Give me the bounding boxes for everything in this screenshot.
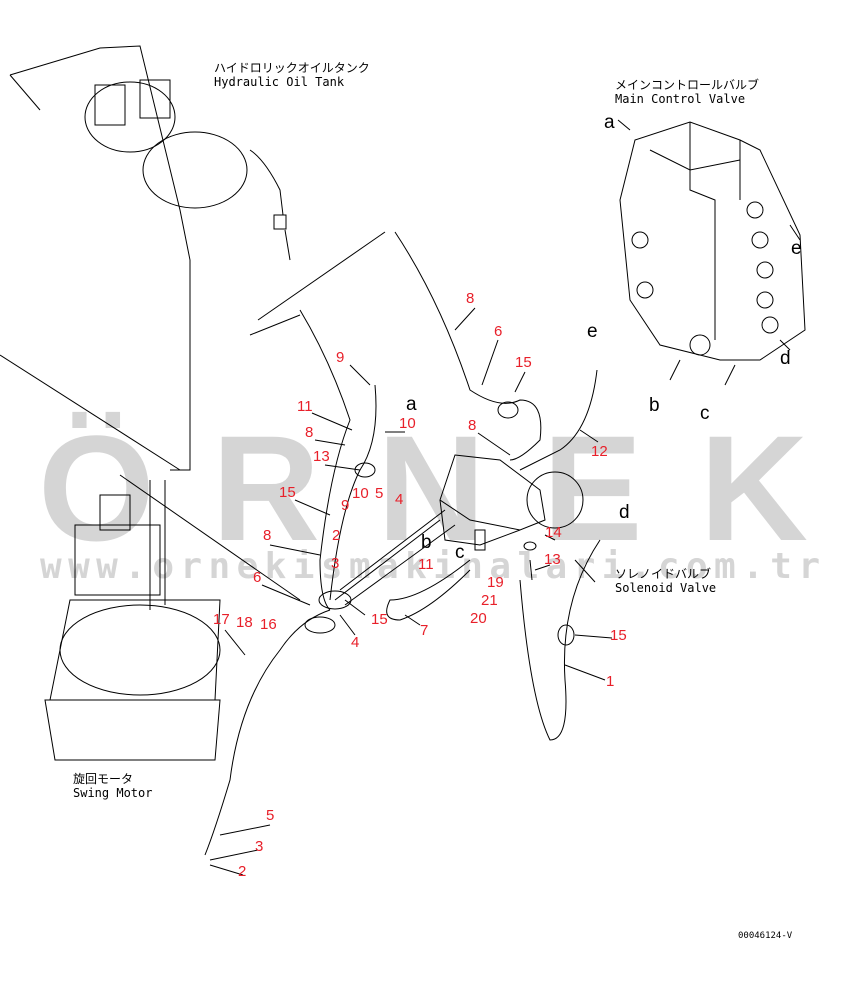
callout: 3 <box>331 555 339 572</box>
callout: 12 <box>591 443 608 460</box>
callout-numbers: 8 6 15 9 11 10 8 13 8 12 15 10 5 4 9 2 8… <box>213 290 627 880</box>
drawing-id: 00046124-V <box>738 931 793 941</box>
callout: 6 <box>253 569 261 586</box>
connection-b: b <box>649 395 660 416</box>
mcv-label-en: Main Control Valve <box>615 92 745 106</box>
connection-e: e <box>791 238 802 259</box>
callout: 8 <box>263 527 271 544</box>
connection-c: c <box>700 403 710 424</box>
swing-motor <box>44 474 301 761</box>
callout: 4 <box>395 491 403 508</box>
callout: 17 <box>213 611 230 628</box>
callout: 2 <box>238 863 246 880</box>
hoses <box>204 231 601 856</box>
connection-e: e <box>587 321 598 342</box>
callout: 8 <box>466 290 474 307</box>
mcv-label-jp: メインコントロールバルブ <box>615 77 759 92</box>
connection-a: a <box>406 394 417 415</box>
callout: 20 <box>470 610 487 627</box>
solenoid-label-jp: ソレノイドバルブ <box>615 566 711 581</box>
connection-b: b <box>421 532 432 553</box>
main-control-valve <box>617 119 806 386</box>
tank-label-jp: ハイドロリックオイルタンク <box>214 61 370 75</box>
callout: 15 <box>610 627 627 644</box>
callout: 9 <box>336 349 344 366</box>
callout: 9 <box>341 497 349 514</box>
callout: 21 <box>481 592 498 609</box>
callout: 5 <box>266 807 274 824</box>
tank-label-en: Hydraulic Oil Tank <box>214 75 345 89</box>
callout: 15 <box>279 484 296 501</box>
solenoid-valve <box>439 454 584 581</box>
leader-lines <box>209 307 613 876</box>
hydraulic-oil-tank <box>0 45 386 471</box>
connection-c: c <box>455 542 465 563</box>
callout: 13 <box>313 448 330 465</box>
callout: 19 <box>487 574 504 591</box>
callout: 13 <box>544 551 561 568</box>
solenoid-label-en: Solenoid Valve <box>615 581 716 595</box>
callout: 15 <box>371 611 388 628</box>
callout: 5 <box>375 485 383 502</box>
callout: 16 <box>260 616 277 633</box>
callout: 4 <box>351 634 359 651</box>
connection-d: d <box>780 348 791 369</box>
callout: 15 <box>515 354 532 371</box>
callout: 3 <box>255 838 263 855</box>
callout: 1 <box>606 673 614 690</box>
component-labels: ハイドロリックオイルタンク Hydraulic Oil Tank メインコントロ… <box>73 61 793 941</box>
swing-motor-label-en: Swing Motor <box>73 786 152 800</box>
callout: 8 <box>305 424 313 441</box>
callout: 8 <box>468 417 476 434</box>
callout: 11 <box>297 398 313 415</box>
callout: 10 <box>399 415 416 432</box>
connection-a: a <box>604 112 615 133</box>
connection-d: d <box>619 502 630 523</box>
callout: 6 <box>494 323 502 340</box>
swing-motor-label-jp: 旋回モータ <box>73 772 133 786</box>
callout: 18 <box>236 614 253 631</box>
callout: 14 <box>545 524 562 541</box>
callout: 2 <box>332 527 340 544</box>
connection-letters: a a b b c c d d e e <box>406 112 802 563</box>
callout: 10 <box>352 485 369 502</box>
callout: 11 <box>418 556 434 573</box>
callout: 7 <box>420 622 428 639</box>
